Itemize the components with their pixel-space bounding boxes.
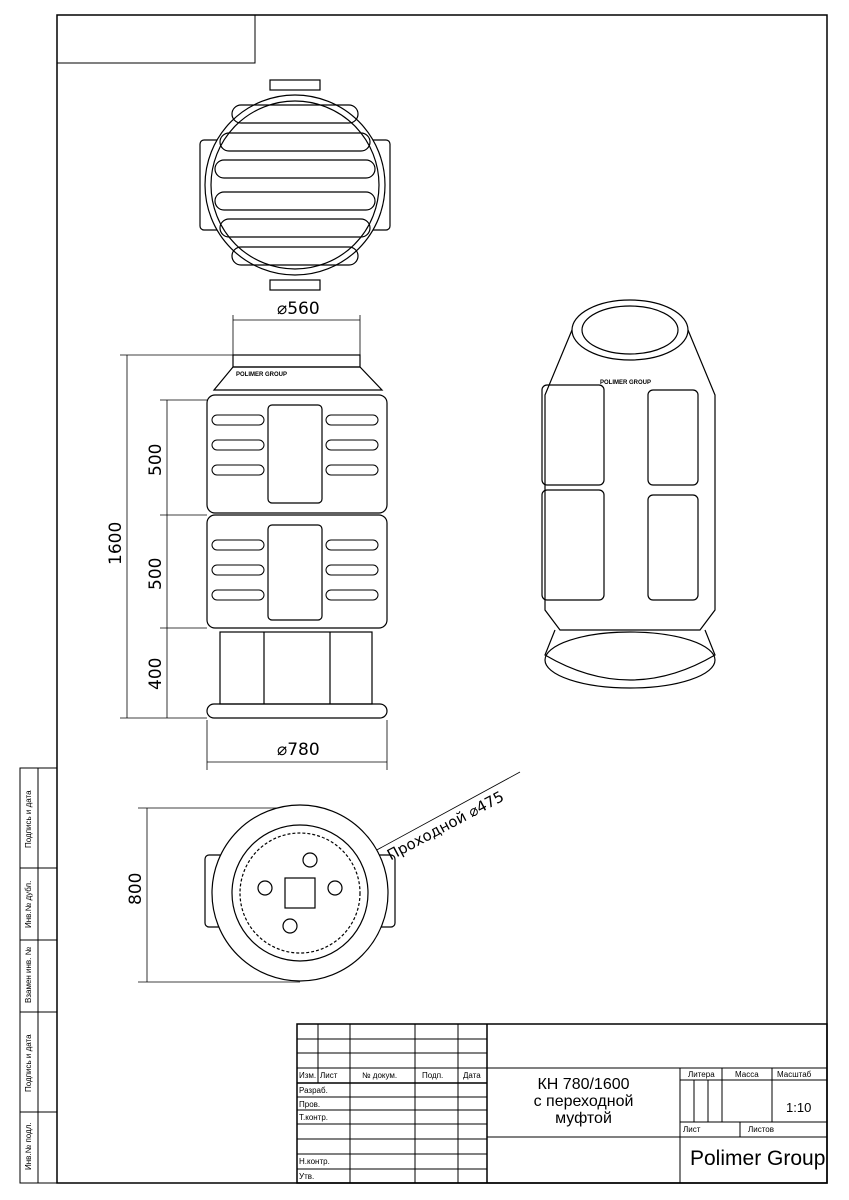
dim-total-height: 1600 (106, 521, 126, 565)
dim-bottom-diameter: ⌀780 (277, 740, 320, 760)
plan-view (204, 804, 396, 982)
label-scale: Масштаб (777, 1070, 812, 1079)
dim-section-2: 500 (146, 557, 166, 590)
top-view (199, 79, 391, 291)
hdr-izm: Изм. (299, 1071, 317, 1080)
dim-plan-diameter: 800 (126, 872, 146, 905)
company-name: Polimer Group (690, 1147, 826, 1170)
dim-top-diameter: ⌀560 (277, 299, 320, 319)
scale-value: 1:10 (786, 1100, 812, 1115)
side-stamp-strip (19, 767, 58, 1184)
title-line-1: КН 780/1600 (537, 1076, 630, 1093)
stamp-original-inv-number: Инв.№ подл. (24, 1122, 33, 1170)
stamp-signature-date-2: Подпись и дата (24, 1034, 33, 1092)
role-developer: Разраб. (299, 1086, 328, 1095)
stamp-replace-inv-number: Взамен инв. № (24, 946, 33, 1003)
isometric-view (541, 299, 716, 689)
hdr-signature: Подп. (422, 1071, 444, 1080)
sheet-frame (56, 14, 828, 1184)
hdr-date: Дата (463, 1071, 481, 1080)
front-view (206, 354, 388, 719)
role-approved: Утв. (299, 1172, 315, 1181)
logo-front: POLIMER GROUP (236, 372, 288, 378)
logo-iso: POLIMER GROUP (600, 380, 652, 386)
dimension-lines (120, 315, 521, 983)
title-block-lines (296, 1023, 828, 1184)
stamp-dup-inv-number: Инв.№ дубл. (24, 880, 33, 928)
title-line-3: муфтой (555, 1110, 612, 1127)
label-litera: Литера (688, 1070, 715, 1079)
dim-section-3: 400 (146, 657, 166, 690)
role-tech-control: Т.контр. (299, 1113, 329, 1122)
label-sheets: Листов (748, 1125, 774, 1134)
title-line-2: с переходной (533, 1093, 634, 1110)
stamp-signature-date-1: Подпись и дата (24, 790, 33, 848)
label-sheet: Лист (683, 1125, 701, 1134)
drawing-title: КН 780/1600 с переходной муфтой (487, 1076, 680, 1127)
role-norm-control: Н.контр. (299, 1157, 330, 1166)
hdr-list: Лист (320, 1071, 338, 1080)
role-checked: Пров. (299, 1100, 321, 1109)
top-left-box (56, 14, 256, 64)
dim-section-1: 500 (146, 443, 166, 476)
hdr-doc-number: № докум. (362, 1071, 398, 1080)
label-mass: Масса (735, 1070, 759, 1079)
